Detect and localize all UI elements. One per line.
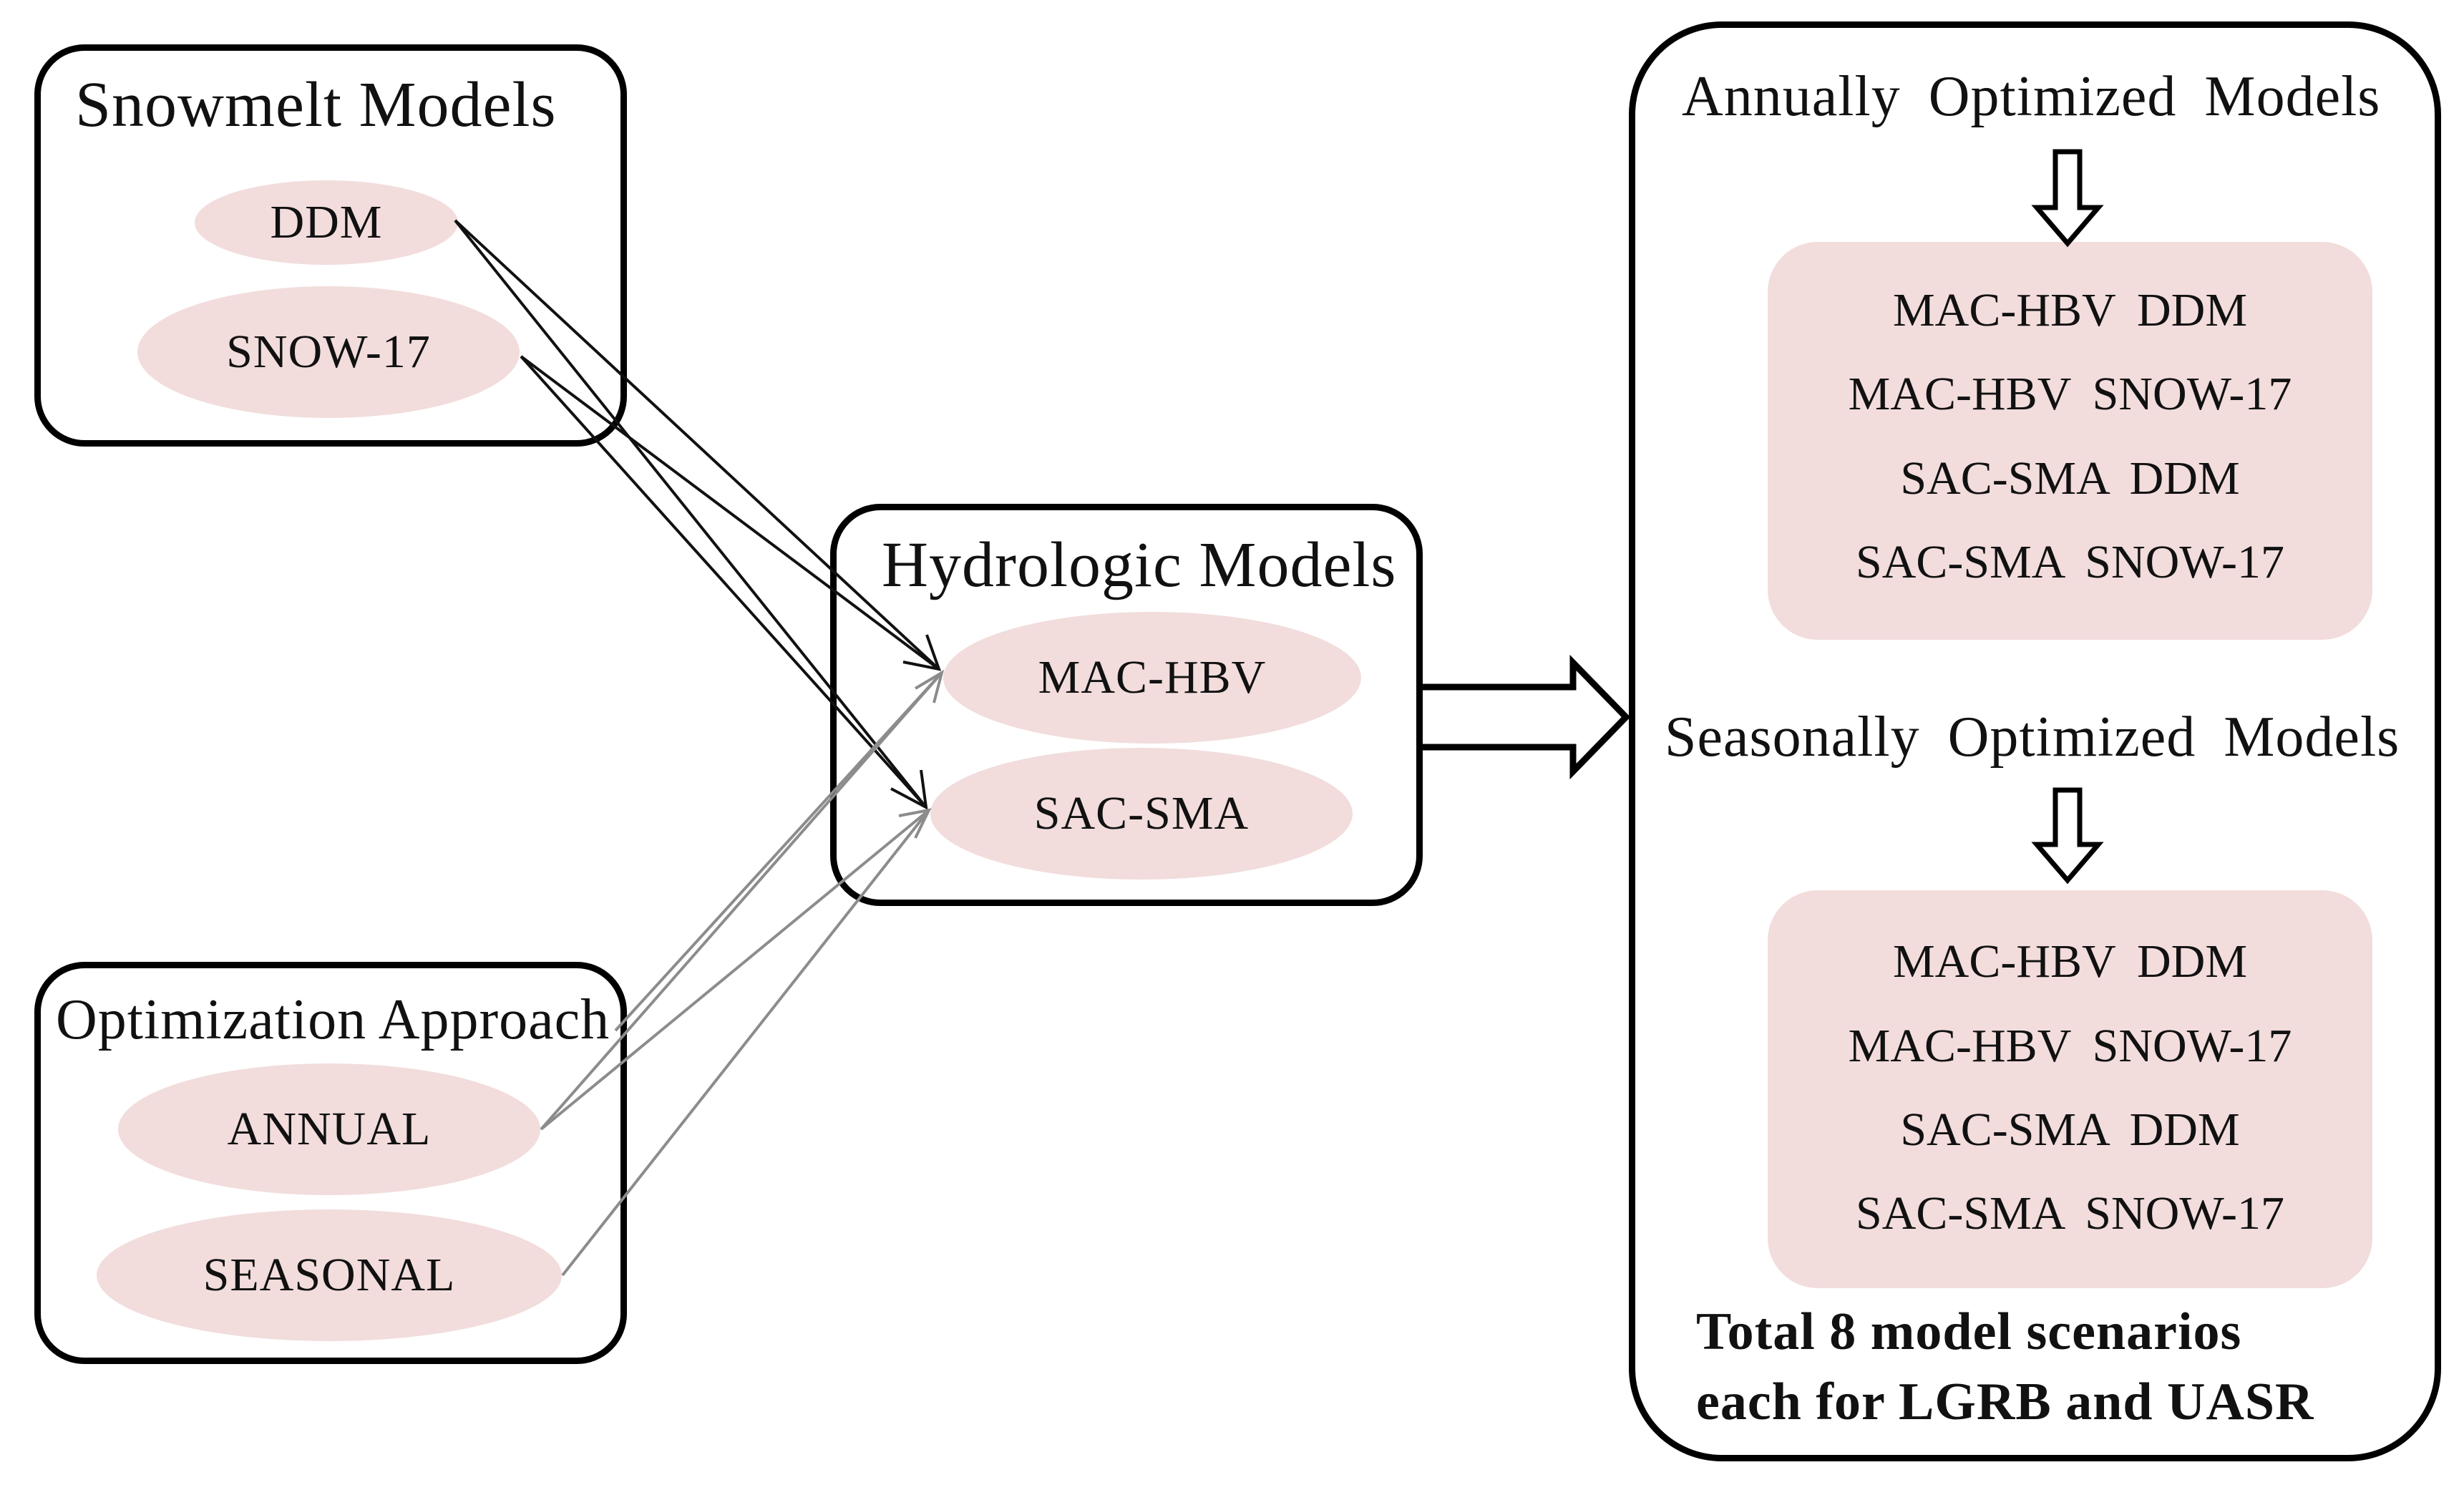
seasonal-to-mac-hbv-arrow (614, 671, 943, 1032)
arrowhead-mac-hbv-gray (914, 669, 945, 703)
snow17-ellipse: SNOW-17 (137, 286, 520, 418)
seasonally-optimized-title: Seasonally Optimized Models (1665, 706, 2400, 769)
seasonal-models-panel: MAC-HBV DDM MAC-HBV SNOW-17 SAC-SMA DDM … (1768, 890, 2372, 1288)
snow17-to-mac-hbv-arrow (520, 355, 940, 671)
annual-model-4: SAC-SMA SNOW-17 (1856, 536, 2284, 588)
seasonal-model-2: MAC-HBV SNOW-17 (1848, 1020, 2292, 1072)
big-block-arrow (1423, 654, 1631, 780)
mac-hbv-ellipse: MAC-HBV (943, 612, 1361, 744)
total-scenarios-line-2: each for LGRB and UASR (1696, 1373, 2314, 1431)
snowmelt-models-title: Snowmelt Models (75, 69, 557, 140)
down-arrow-seasonal (2031, 787, 2104, 885)
seasonal-model-3: SAC-SMA DDM (1900, 1104, 2240, 1156)
ddm-ellipse: DDM (195, 180, 458, 265)
ddm-to-mac-hbv-arrow (454, 219, 940, 671)
snowmelt-connectors (454, 219, 942, 810)
annual-model-1: MAC-HBV DDM (1892, 284, 2247, 336)
annual-models-panel: MAC-HBV DDM MAC-HBV SNOW-17 SAC-SMA DDM … (1768, 242, 2372, 640)
arrowhead-sac-sma-black (890, 769, 928, 810)
total-scenarios-line-1: Total 8 model scenarios (1696, 1302, 2242, 1361)
optimization-approach-title: Optimization Approach (56, 988, 610, 1051)
ddm-to-sac-sma-arrow (454, 219, 927, 809)
arrowhead-sac-sma-gray (898, 808, 932, 839)
annual-to-sac-sma-arrow (540, 809, 930, 1131)
annual-to-mac-hbv-arrow (540, 671, 943, 1131)
snow17-to-sac-sma-arrow (520, 355, 927, 809)
sac-sma-ellipse: SAC-SMA (930, 748, 1353, 880)
optimization-connectors (540, 669, 945, 1277)
hydrologic-models-title: Hydrologic Models (882, 530, 1397, 600)
annually-optimized-title: Annually Optimized Models (1682, 65, 2381, 128)
annual-model-2: MAC-HBV SNOW-17 (1848, 368, 2292, 420)
arrowhead-mac-hbv-black (902, 634, 942, 671)
seasonal-model-4: SAC-SMA SNOW-17 (1856, 1187, 2284, 1240)
annual-model-3: SAC-SMA DDM (1900, 452, 2240, 505)
seasonal-ellipse: SEASONAL (97, 1209, 562, 1341)
seasonal-model-1: MAC-HBV DDM (1892, 935, 2247, 988)
seasonal-to-sac-sma-arrow (561, 809, 930, 1277)
down-arrow-annual (2031, 149, 2104, 248)
annual-ellipse: ANNUAL (118, 1063, 540, 1195)
